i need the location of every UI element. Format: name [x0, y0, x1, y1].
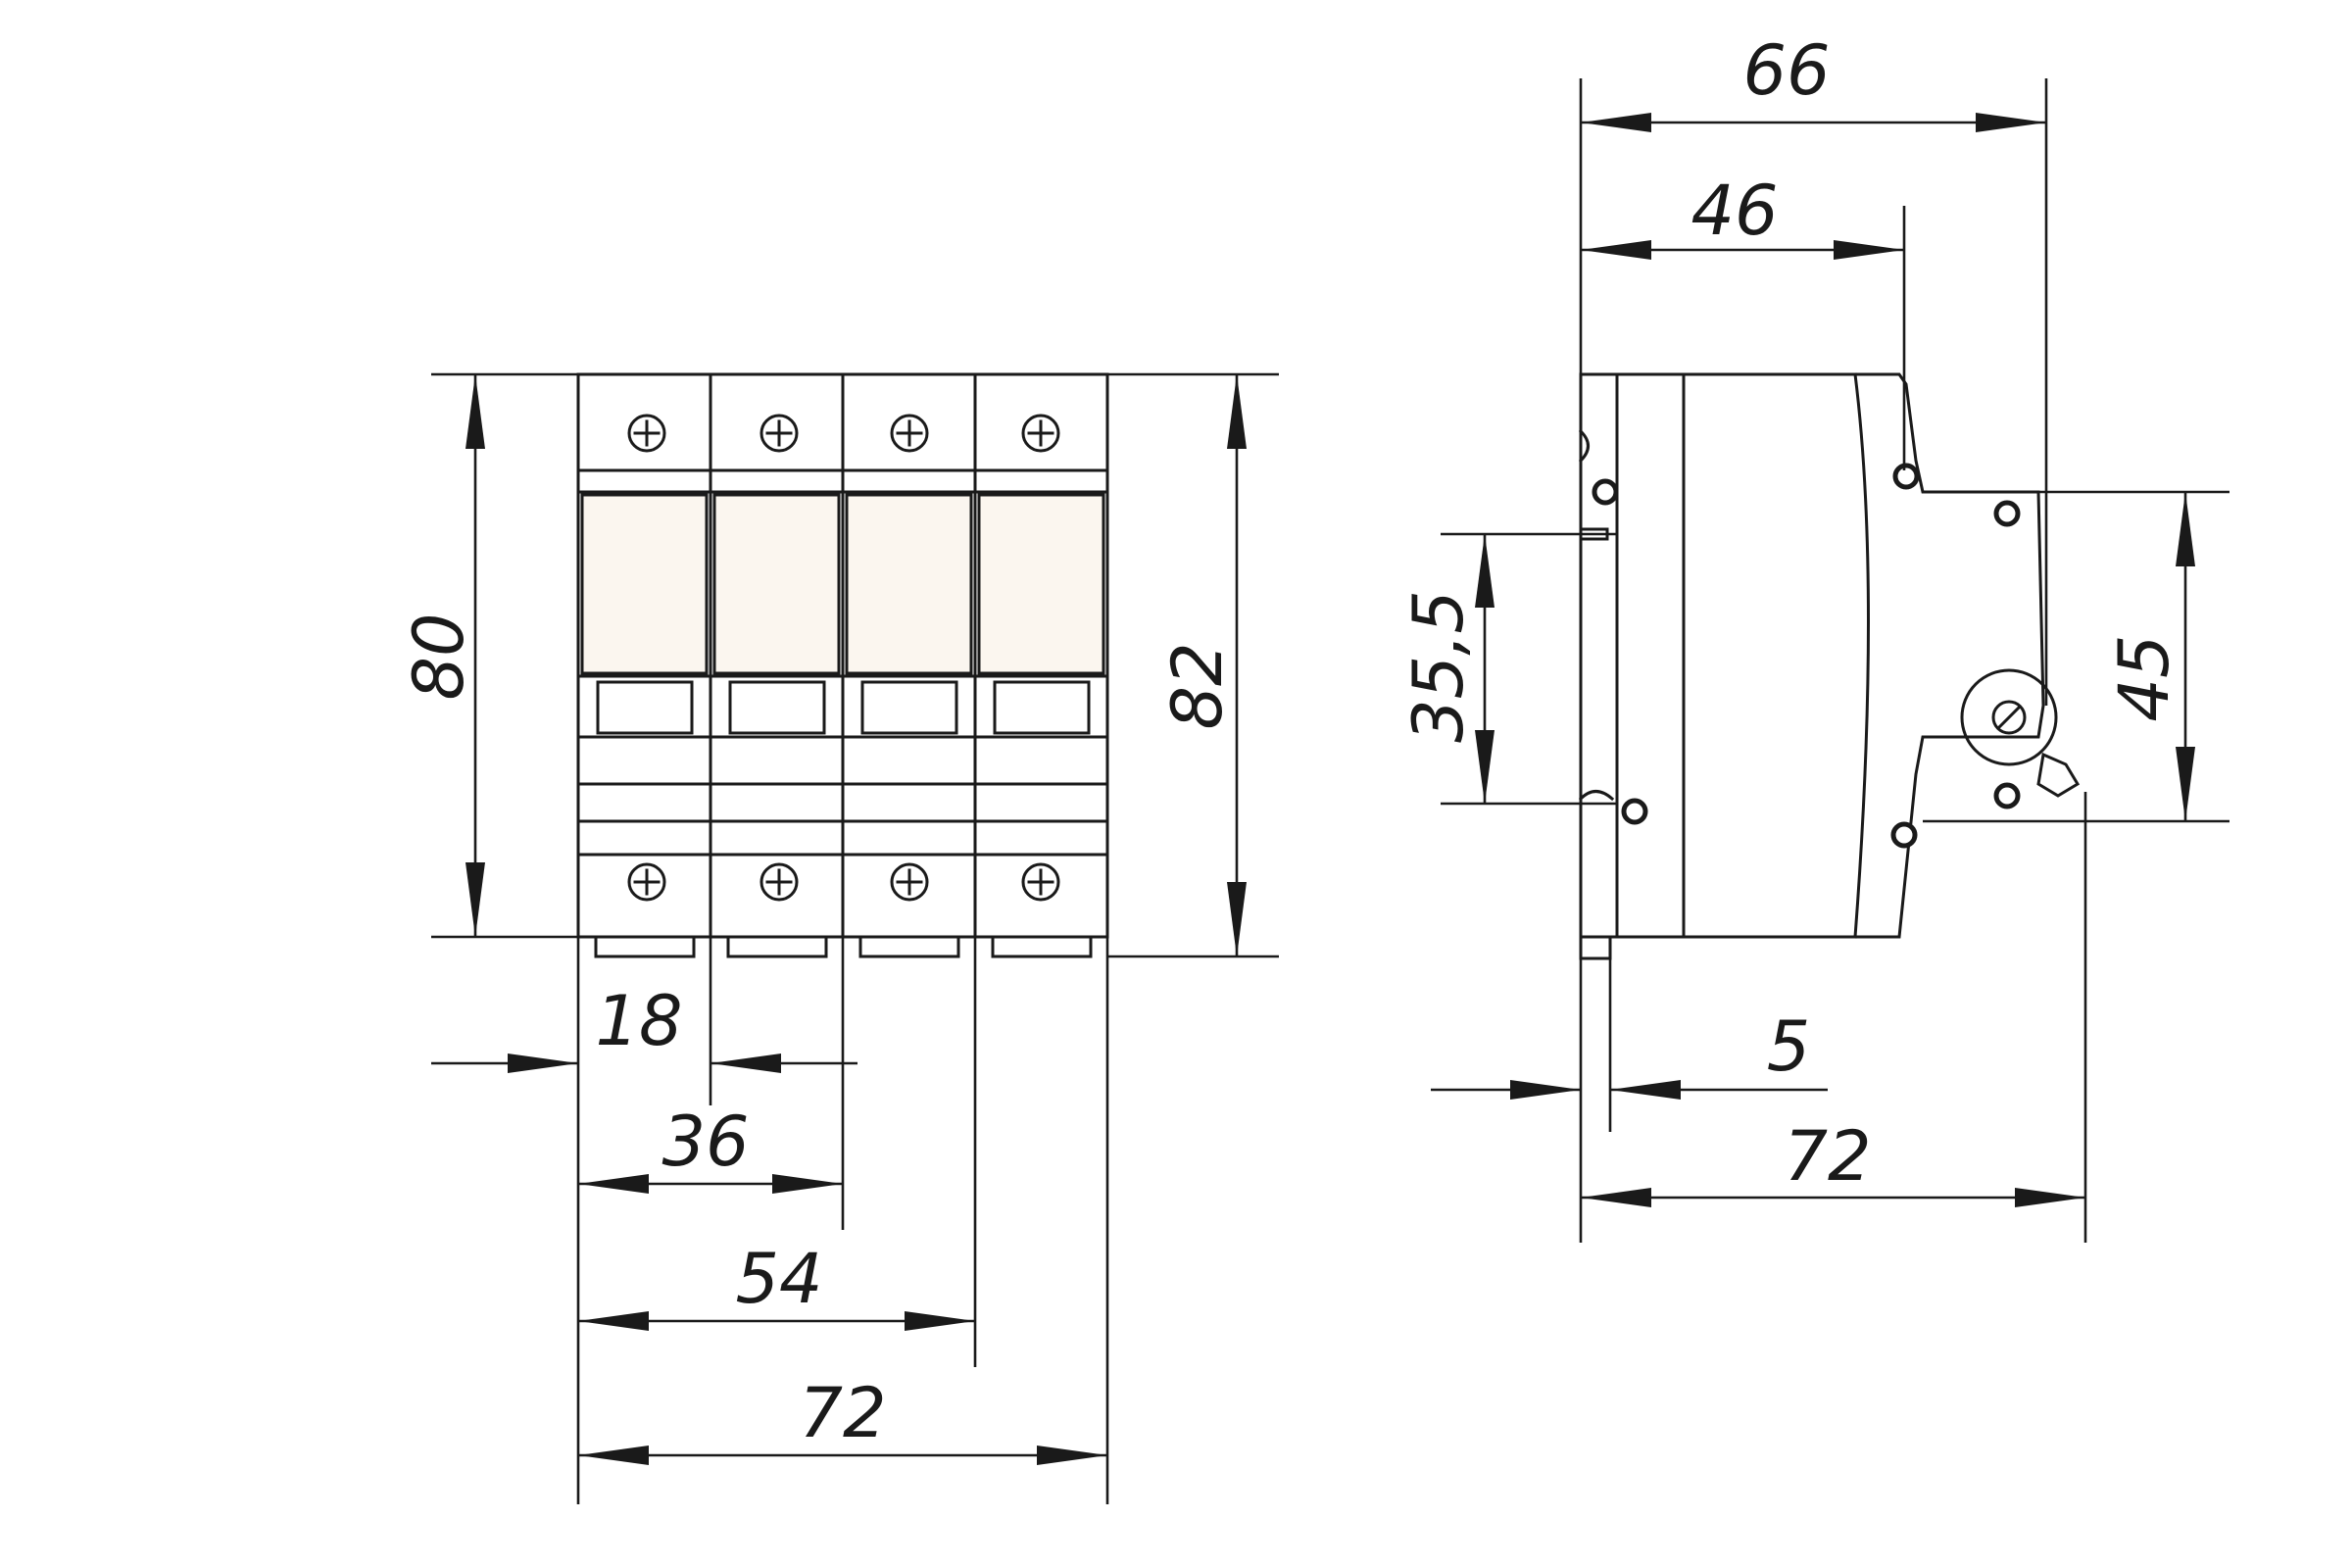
side-holes	[1592, 463, 2021, 849]
rotary-knob	[1960, 668, 2081, 798]
label-windows	[580, 493, 1105, 675]
breaker-body-side	[1578, 372, 2045, 960]
dim-label-18: 18	[595, 981, 682, 1061]
toggle-handles	[576, 674, 1109, 739]
hole-icon	[1993, 500, 2021, 527]
terminal-screws-top	[627, 414, 1060, 453]
dim-label-72-side: 72	[1784, 1116, 1871, 1197]
dimension-72-side: 72	[1581, 1116, 2085, 1207]
dim-label-5: 5	[1767, 1006, 1811, 1087]
dimension-46: 46	[1581, 171, 1904, 260]
screw-icon	[760, 862, 799, 902]
dim-label-66: 66	[1742, 30, 1830, 111]
dimension-80: 80	[399, 374, 485, 937]
hole-icon	[1592, 478, 1619, 506]
dim-label-36: 36	[662, 1102, 749, 1182]
screw-icon	[890, 414, 929, 453]
hole-icon	[1890, 821, 1918, 849]
terminal-screws-bottom	[627, 862, 1060, 902]
dimension-72-front: 72	[578, 1373, 1107, 1465]
front-view: 80 82 18 36 54	[399, 372, 1279, 1504]
side-extension-lines	[1441, 78, 2230, 1243]
dim-label-72-front: 72	[799, 1373, 886, 1453]
screw-icon	[890, 862, 929, 902]
hole-icon	[1621, 798, 1648, 825]
front-extension-lines	[431, 372, 1279, 1504]
dimension-45: 45	[2104, 492, 2195, 821]
dimension-54: 54	[578, 1239, 975, 1331]
screw-icon	[1021, 862, 1060, 902]
hole-icon	[1993, 782, 2021, 809]
dimension-35-5: 35,5	[1398, 534, 1494, 804]
dimension-18: 18	[431, 981, 858, 1073]
dimension-36: 36	[578, 1102, 843, 1194]
dim-label-80: 80	[399, 612, 479, 700]
screw-icon	[1021, 414, 1060, 453]
dim-label-54: 54	[735, 1239, 822, 1319]
slot-screw-icon	[1991, 700, 2027, 735]
hole-icon	[1892, 463, 1920, 490]
screw-icon	[627, 862, 666, 902]
dimension-5: 5	[1431, 1006, 1828, 1100]
dim-label-35-5: 35,5	[1398, 590, 1479, 743]
dim-label-46: 46	[1690, 171, 1778, 251]
screw-icon	[627, 414, 666, 453]
side-view: 66 46 35,5 45 5	[1398, 30, 2230, 1243]
dimension-82: 82	[1157, 374, 1247, 956]
dim-label-82: 82	[1157, 642, 1238, 729]
screw-icon	[760, 414, 799, 453]
dim-label-45: 45	[2104, 634, 2184, 721]
dimension-66: 66	[1581, 30, 2046, 132]
